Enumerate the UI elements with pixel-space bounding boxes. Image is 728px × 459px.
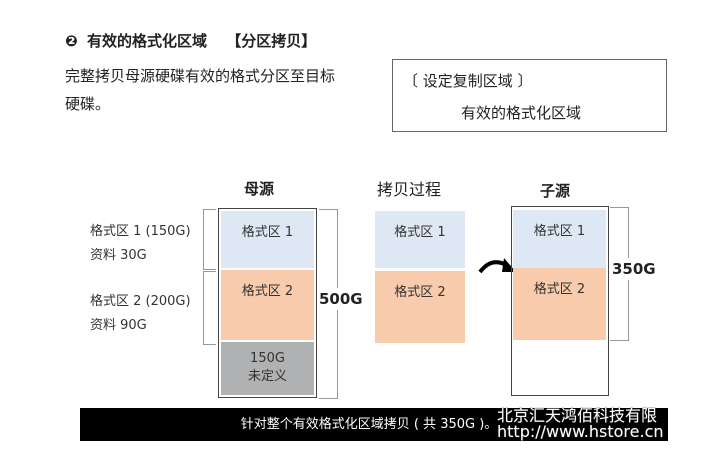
section-heading: ❷ 有效的格式化区域 【分区拷贝】 (65, 30, 316, 51)
source-unallocated: 150G 未定义 (221, 342, 314, 395)
setting-box-value: 有效的格式化区域 (461, 104, 582, 122)
source-partition-1: 格式区 1 (221, 211, 314, 268)
source-p1-name: 格式区 1 (150G) (90, 224, 191, 239)
description-line-1: 完整拷贝母源硬碟有效的格式分区至目标 (65, 67, 336, 85)
heading-title: 有效的格式化区域 (86, 32, 207, 50)
source-p2-name: 格式区 2 (200G) (90, 294, 191, 309)
watermark-company: 北京汇天鸿佰科技有限 (497, 406, 658, 425)
target-partition-2: 格式区 2 (513, 268, 606, 340)
target-disk (511, 206, 609, 396)
copy-title: 拷贝过程 (377, 180, 442, 199)
watermark-url: http://www.hstore.cn (497, 422, 664, 441)
target-total: 350G (612, 258, 656, 280)
source-total: 500G (319, 288, 363, 310)
source-partition-2: 格式区 2 (221, 270, 314, 340)
footer-bar: 针对整个有效格式化区域拷贝 ( 共 350G )。 (80, 408, 668, 441)
source-title: 母源 (244, 180, 275, 198)
target-partition-1: 格式区 1 (513, 210, 606, 268)
unallocated-size: 150G (250, 351, 285, 366)
setting-box-title: 〔 设定复制区域 〕 (403, 72, 533, 90)
source-p1-data: 资料 30G (90, 248, 147, 263)
footer-text: 针对整个有效格式化区域拷贝 ( 共 350G )。 (240, 417, 498, 432)
copy-partition-1: 格式区 1 (375, 211, 465, 268)
target-title: 子源 (540, 182, 571, 200)
copy-arrow-icon (478, 258, 516, 274)
copy-partition-2: 格式区 2 (375, 271, 465, 343)
p1-bracket (203, 209, 216, 270)
p2-bracket (203, 271, 216, 345)
description-line-2: 硬碟。 (65, 95, 111, 113)
source-disk (218, 208, 317, 398)
heading-tag: 【分区拷贝】 (226, 32, 317, 50)
unallocated-label: 未定义 (247, 369, 287, 384)
number-badge: ❷ (65, 32, 78, 50)
setting-box: 〔 设定复制区域 〕 有效的格式化区域 (392, 59, 667, 132)
source-p2-data: 资料 90G (90, 318, 147, 333)
